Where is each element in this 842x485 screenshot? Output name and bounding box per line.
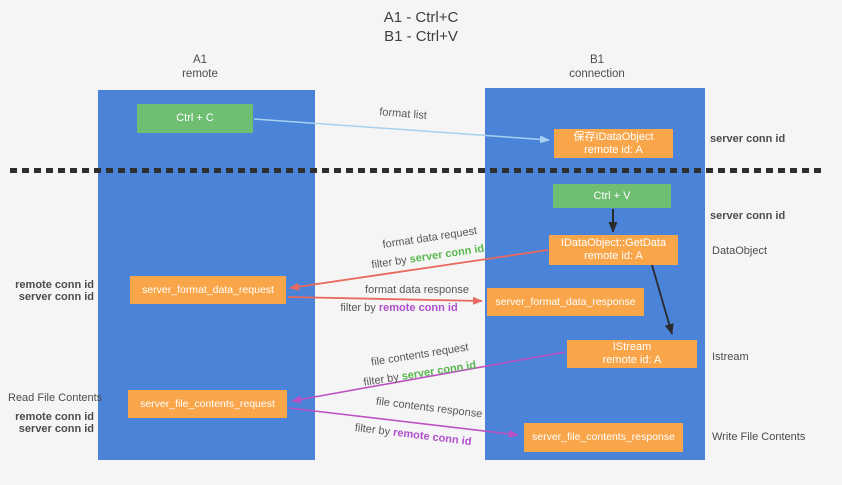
annotation-istream: Istream [712, 351, 749, 363]
annotation-read-file-contents: Read File Contents [8, 392, 103, 404]
node-getdata-title: IDataObject::GetData [560, 237, 667, 249]
node-ctrl-v-label: Ctrl + V [593, 189, 631, 202]
node-server-format-data-response: server_format_data_response [487, 288, 644, 316]
lane-a1-name: A1 [192, 54, 208, 66]
node-server-format-data-response-label: server_format_data_response [495, 295, 636, 308]
annotation-server-conn-id-1: server conn id [18, 291, 94, 303]
node-server-format-data-request-label: server_format_data_request [142, 283, 274, 296]
node-server-file-contents-request-label: server_file_contents_request [140, 397, 275, 410]
title-line-ctrl-v: B1 - Ctrl+V [384, 28, 458, 45]
node-server-file-contents-response-label: server_file_contents_response [531, 431, 675, 443]
node-idataobject-getdata: IDataObject::GetData remote id: A [549, 235, 678, 265]
node-getdata-remote-id: remote id: A [584, 250, 643, 262]
label-filter-by-remote-conn-id-2: filter by remote conn id [338, 420, 489, 452]
filter-by-text: filter by [362, 371, 400, 389]
node-istream-remote-id: remote id: A [602, 354, 662, 366]
node-save-idataobject-remote-id: remote id: A [584, 143, 643, 156]
node-server-file-contents-request: server_file_contents_request [128, 390, 287, 418]
title-line-ctrl-c: A1 - Ctrl+C [383, 9, 459, 26]
filter-by-text: filter by [370, 254, 408, 272]
label-filter-by-remote-conn-id-1: filter by remote conn id [329, 302, 469, 316]
annotation-write-file-contents: Write File Contents [712, 431, 806, 443]
filter-by-text: filter by [340, 302, 376, 314]
machine-boundary-dotted-line [10, 168, 823, 173]
annotation-server-conn-id-mid: server conn id [710, 210, 786, 222]
node-save-idataobject: 保存IDataObject remote id: A [554, 129, 673, 158]
node-server-format-data-request: server_format_data_request [130, 276, 286, 304]
node-ctrl-c-label: Ctrl + C [176, 112, 214, 124]
lane-header-b1: B1 connection [527, 53, 667, 81]
filter-by-text: filter by [354, 421, 391, 439]
node-server-file-contents-response: server_file_contents_response [524, 423, 683, 452]
node-istream-title: IStream [612, 341, 652, 353]
lane-b1-role: connection [569, 68, 625, 80]
annotation-remote-conn-id-1: remote conn id [15, 279, 94, 291]
label-file-contents-response: file contents response [375, 395, 483, 421]
node-ctrl-c: Ctrl + C [137, 104, 253, 133]
annotation-server-conn-id-2: server conn id [18, 423, 94, 435]
node-istream: IStream remote id: A [567, 340, 697, 368]
annotation-remote-conn-id-2: remote conn id [15, 411, 94, 423]
annotation-dataobject: DataObject [712, 245, 768, 257]
node-save-idataobject-title: 保存IDataObject [573, 130, 654, 143]
label-format-data-response: format data response [365, 284, 469, 296]
lane-a1-role: remote [182, 68, 218, 80]
diagram-title: A1 - Ctrl+C B1 - Ctrl+V [0, 8, 842, 46]
node-ctrl-v: Ctrl + V [553, 184, 671, 208]
annotation-server-conn-id-top: server conn id [710, 133, 786, 145]
lane-header-a1: A1 remote [130, 53, 270, 81]
remote-conn-id-text: remote conn id [392, 426, 473, 449]
remote-conn-id-text: remote conn id [378, 302, 458, 314]
label-format-list: format list [378, 106, 428, 122]
lane-b1-name: B1 [589, 54, 605, 66]
